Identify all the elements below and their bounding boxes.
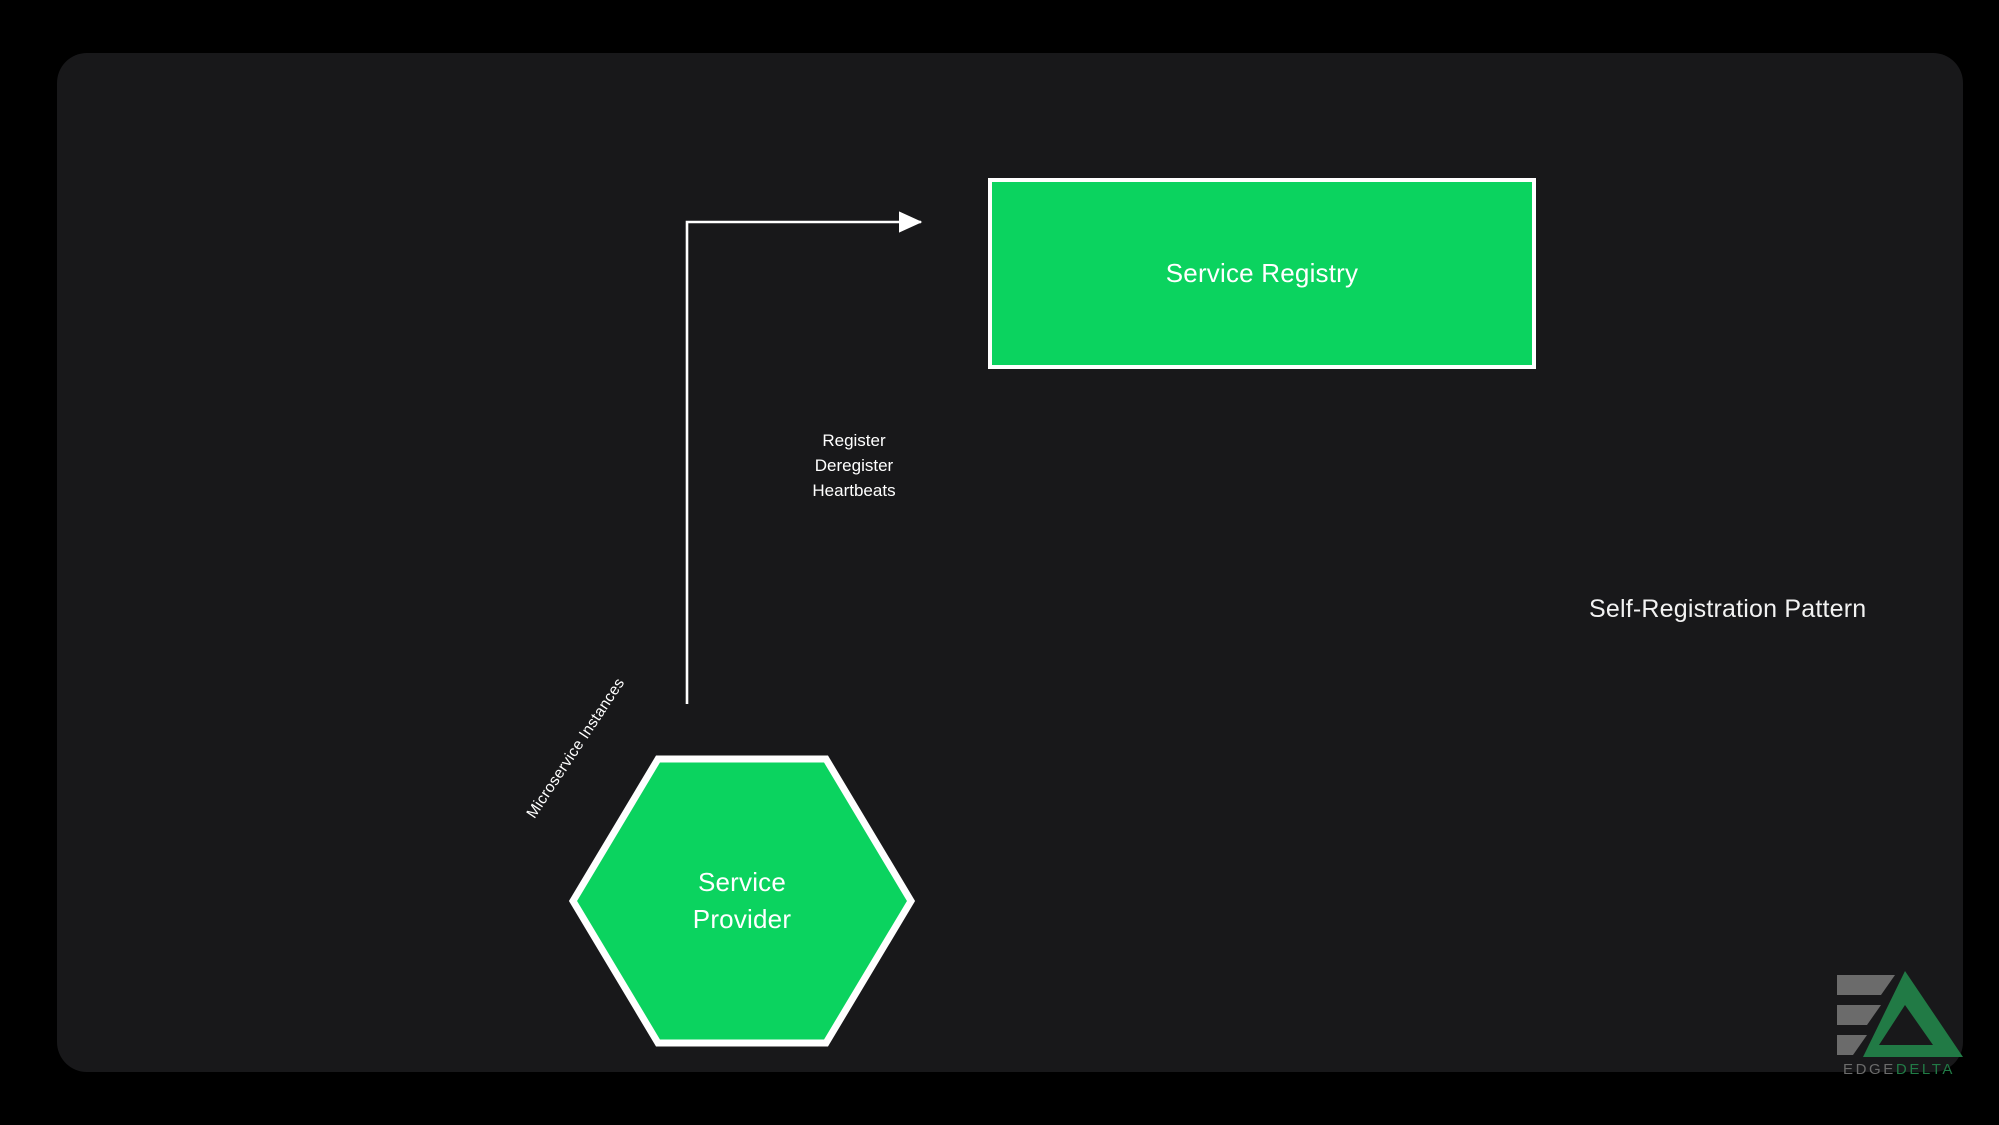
edge-label-line-register: Register [822,431,886,450]
diagram-caption: Self-Registration Pattern [1589,595,1867,623]
node-service-registry-label: Service Registry [1165,257,1359,288]
edge-delta-wordmark: EDGEDELTA [1829,1061,1969,1078]
node-service-provider[interactable]: Service Provider [569,755,915,1047]
hexagon-shape-icon [569,755,915,1047]
edge-delta-mark-icon [1837,971,1963,1057]
edge-delta-logo: EDGEDELTA [1829,965,1969,1093]
logo-word-delta: DELTA [1895,1061,1956,1078]
edge-label-line-deregister: Deregister [814,456,894,476]
edge-label-register: Register Deregister Heartbeats [759,428,949,503]
diagram-card: Service Registry Service Provider Micros… [57,53,1963,1078]
node-service-registry[interactable]: Service Registry [988,178,1536,369]
logo-word-edge: EDGE [1842,1061,1896,1078]
edge-label-line-heartbeats: Heartbeats [812,481,896,501]
